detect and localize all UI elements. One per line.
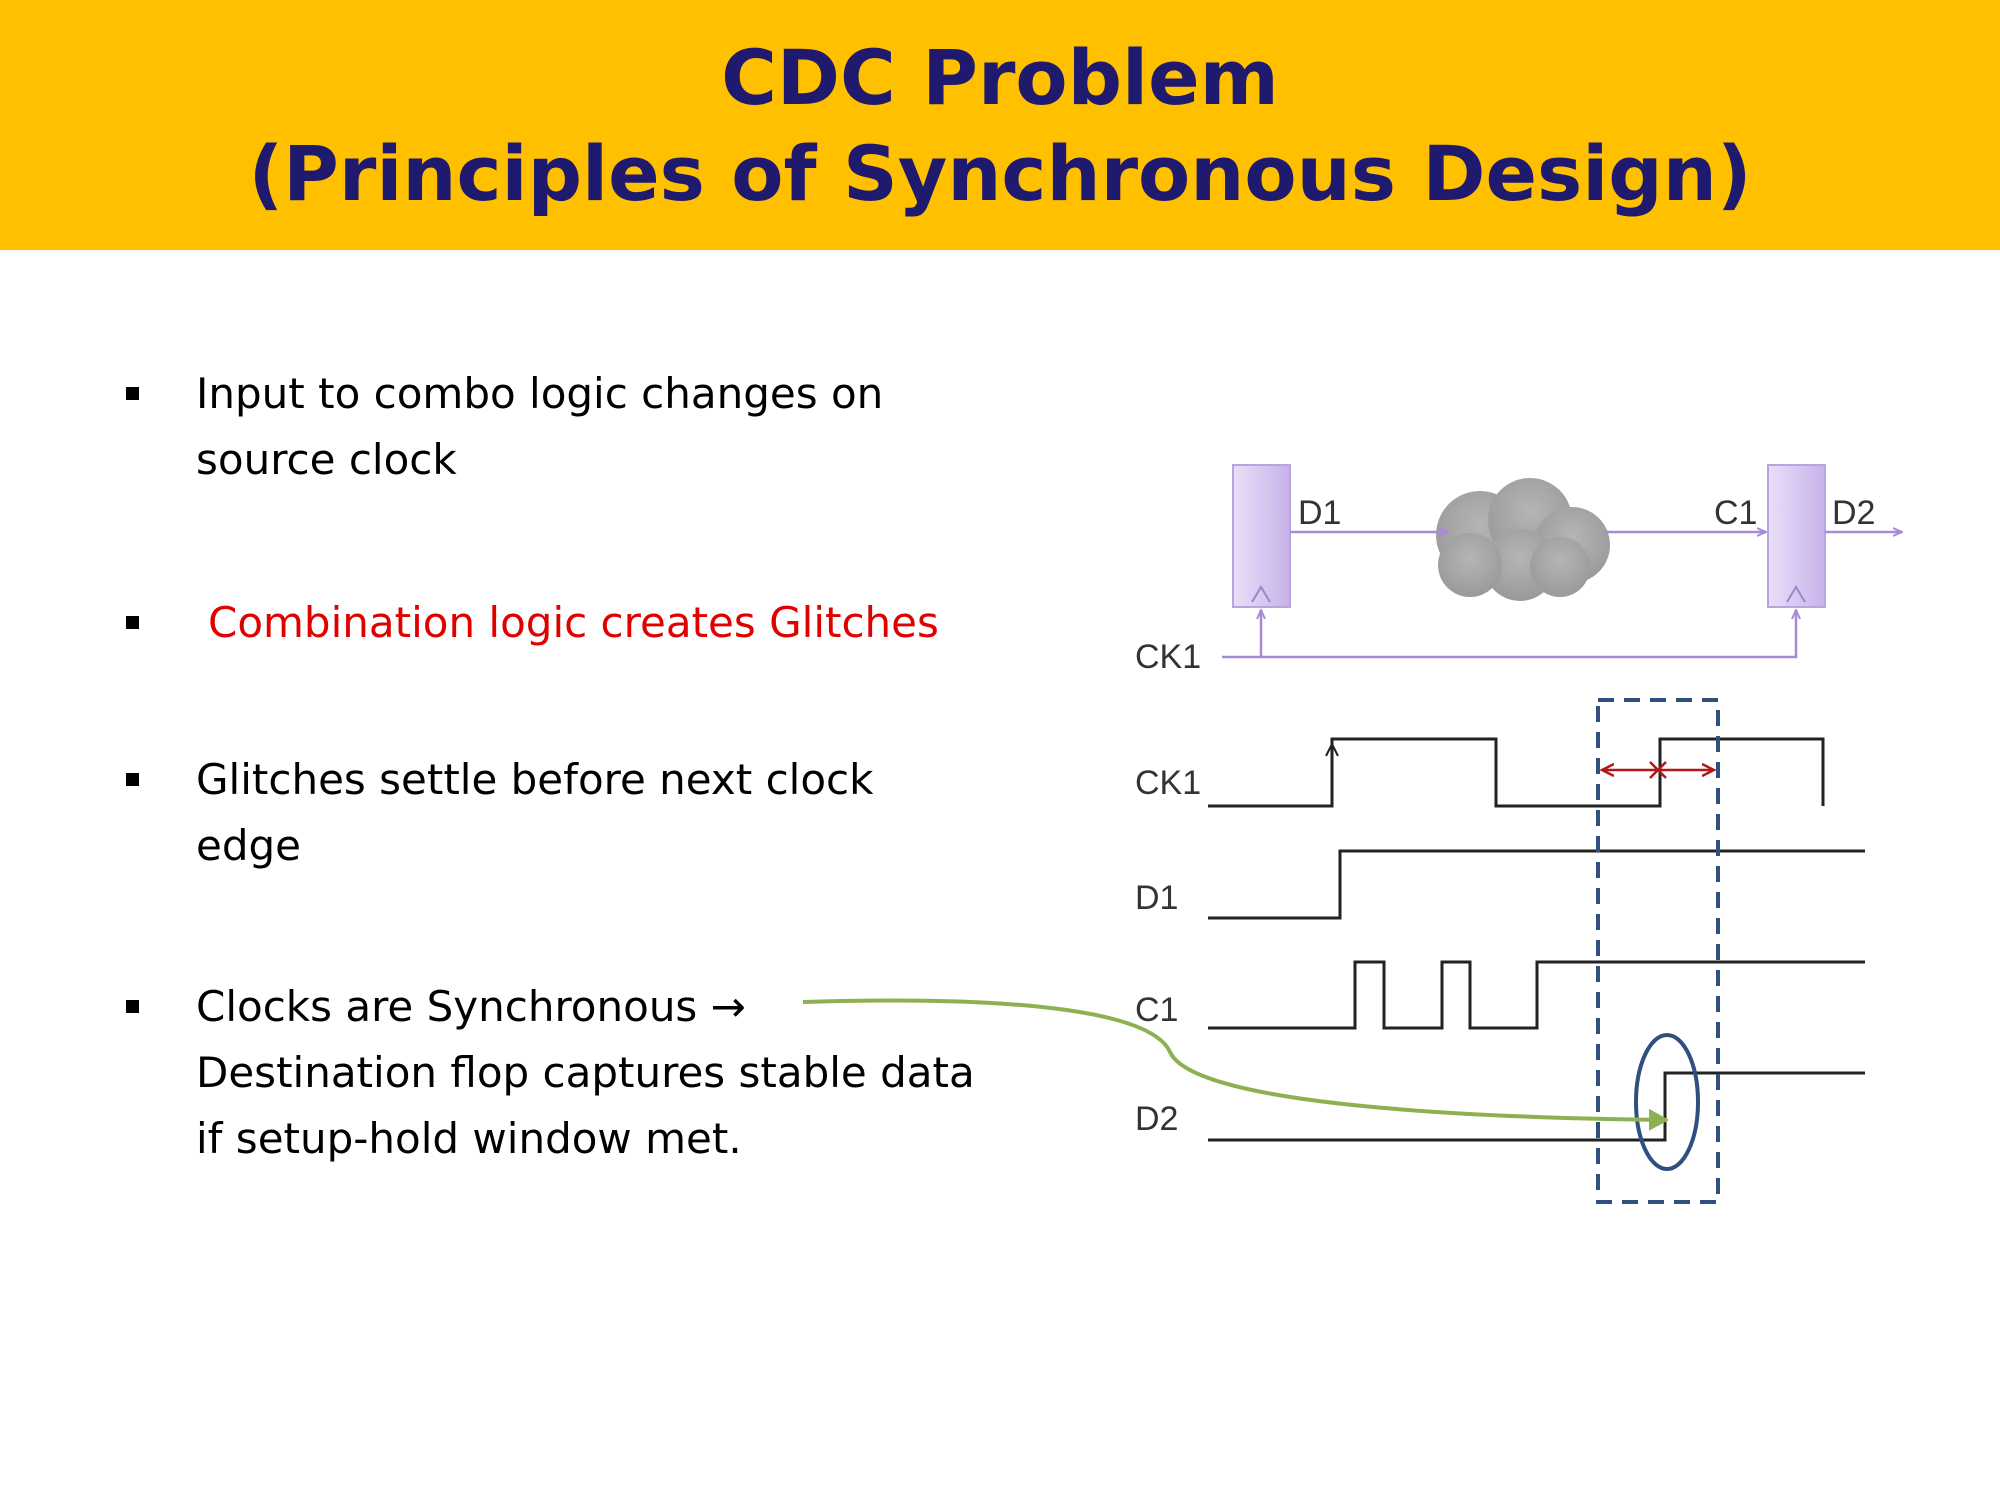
setup-hold-window-box	[1596, 698, 1720, 1204]
bullet-3-line-1: Glitches settle before next clock	[196, 755, 874, 804]
bullet-3-line-2: edge	[196, 821, 301, 870]
bullet-marker-4	[126, 1000, 139, 1013]
wave-label-ck1: CK1	[1135, 764, 1201, 802]
wave-label-c1: C1	[1135, 991, 1178, 1029]
bullet-4-line-3: if setup-hold window met.	[196, 1114, 742, 1163]
bullet-text-4: Clocks are Synchronous → Destination flo…	[196, 974, 975, 1172]
c1-waveform	[1208, 960, 1865, 1030]
title-banner: CDC Problem (Principles of Synchronous D…	[0, 0, 2000, 250]
ck1-rising-edge-arrow	[1325, 741, 1339, 760]
bullet-4-line-2: Destination flop captures stable data	[196, 1048, 975, 1097]
d2-waveform	[1208, 1071, 1865, 1142]
bullet-4-line-1: Clocks are Synchronous →	[196, 982, 746, 1031]
bullet-marker-3	[126, 773, 139, 786]
timing-waveforms: CK1 D1 C1 D2	[1135, 737, 1865, 1142]
label-ck1-circuit: CK1	[1135, 638, 1201, 676]
ck1-wire	[1222, 610, 1796, 659]
source-flop	[1232, 464, 1291, 608]
bullet-2-line-1: Combination logic creates Glitches	[208, 598, 939, 647]
page-title-line-2: (Principles of Synchronous Design)	[248, 129, 1752, 218]
label-d1: D1	[1298, 494, 1341, 532]
bullet-text-3: Glitches settle before next clock edge	[196, 747, 873, 879]
label-c1: C1	[1714, 494, 1757, 532]
bullet-1-line-2: source clock	[196, 435, 457, 484]
callout-arrow	[802, 998, 1669, 1131]
bullet-text-2: Combination logic creates Glitches	[208, 590, 939, 656]
label-d2: D2	[1832, 494, 1875, 532]
bullet-marker-2	[126, 616, 139, 629]
bullet-text-1: Input to combo logic changes on source c…	[196, 361, 883, 493]
circuit-schematic: D1 C1 D2 CK1	[1135, 464, 1902, 676]
d1-waveform	[1208, 849, 1865, 920]
combo-logic-cloud	[1436, 478, 1610, 601]
bullet-1-line-1: Input to combo logic changes on	[196, 369, 884, 418]
ck1-waveform	[1208, 737, 1825, 808]
setup-hold-arrows	[1602, 761, 1714, 779]
wave-label-d2: D2	[1135, 1100, 1178, 1138]
page-title-line-1: CDC Problem	[721, 33, 1279, 122]
d2-capture-highlight	[1634, 1033, 1700, 1171]
bullet-marker-1	[126, 387, 139, 400]
source-flop-clock-triangle	[1251, 585, 1271, 603]
destination-flop-clock-triangle	[1786, 585, 1806, 603]
destination-flop	[1767, 464, 1826, 608]
wave-label-d1: D1	[1135, 879, 1178, 917]
